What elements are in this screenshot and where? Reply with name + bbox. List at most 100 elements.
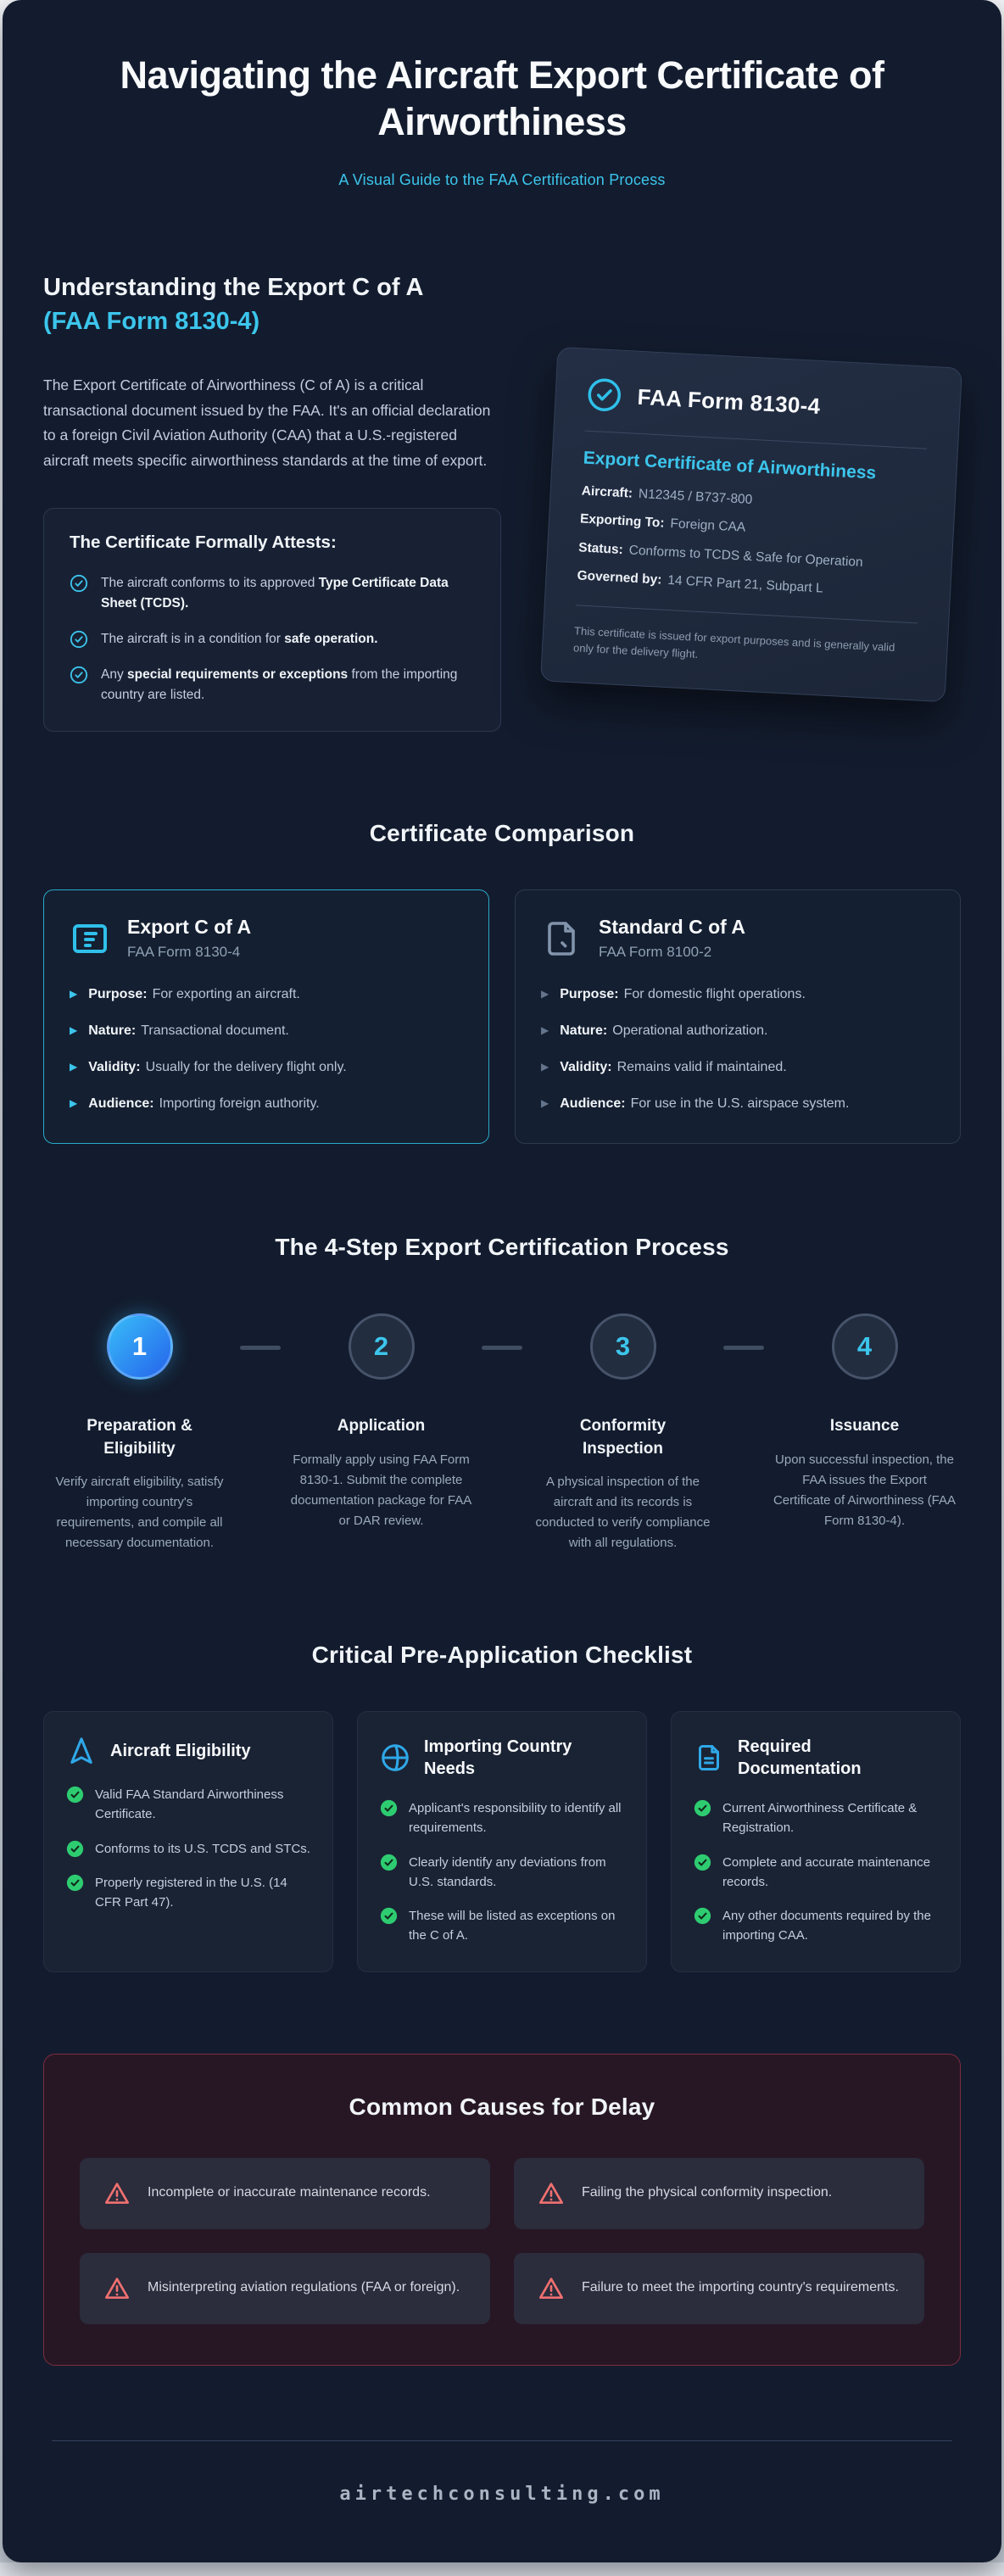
checklist-item: Current Airworthiness Certificate & Regi… <box>694 1798 938 1838</box>
divider <box>575 604 918 624</box>
checklist-heading: Critical Pre-Application Checklist <box>311 1642 693 1669</box>
comparison-item: ▶Purpose:For domestic flight operations. <box>541 987 806 1002</box>
triangle-bullet-icon: ▶ <box>541 1024 549 1037</box>
step-title: Issuance <box>829 1417 900 1436</box>
step-connector <box>240 1346 281 1351</box>
delay-item: Misinterpreting aviation regulations (FA… <box>80 2252 490 2324</box>
checklist-item: Clearly identify any deviations from U.S… <box>380 1853 624 1893</box>
certificate-note: This certificate is issued for export pu… <box>572 623 895 661</box>
delay-item: Failing the physical conformity inspecti… <box>514 2157 924 2229</box>
step-description: Upon successful inspection, the FAA issu… <box>773 1452 957 1528</box>
card-subtitle: FAA Form 8130-4 <box>127 944 241 961</box>
understanding-heading-line2: (FAA Form 8130-4) <box>43 308 260 336</box>
document-icon <box>699 1745 719 1771</box>
green-check-icon <box>380 1800 398 1817</box>
certificate-preview-card: FAA Form 8130-4 Export Certificate of Ai… <box>539 346 963 703</box>
globe-icon <box>382 1744 409 1771</box>
page-title: Navigating the Aircraft Export Certifica… <box>120 53 885 143</box>
checklist-item: Conforms to its U.S. TCDS and STCs. <box>66 1839 310 1859</box>
triangle-bullet-icon: ▶ <box>541 1061 549 1073</box>
comparison-item: ▶Validity:Remains valid if maintained. <box>541 1060 787 1075</box>
process-step-1: 1 Preparation & Eligibility Verify aircr… <box>39 1313 240 1553</box>
triangle-bullet-icon: ▶ <box>70 1024 78 1037</box>
triangle-bullet-icon: ▶ <box>70 1097 78 1110</box>
step-connector <box>723 1346 764 1351</box>
process-heading: The 4-Step Export Certification Process <box>275 1234 729 1261</box>
green-check-icon <box>66 1787 84 1804</box>
attests-list: The aircraft conforms to its approved Ty… <box>70 573 475 705</box>
infographic-panel: Navigating the Aircraft Export Certifica… <box>3 0 1001 2562</box>
step-description: Verify aircraft eligibility, satisfy imp… <box>55 1475 224 1551</box>
comparison-section: Certificate Comparison Export C of A FAA… <box>31 820 973 1145</box>
comparison-item: ▶Validity:Usually for the delivery fligh… <box>70 1060 347 1075</box>
checklist-item: Complete and accurate maintenance record… <box>694 1853 938 1893</box>
comparison-item: ▶Purpose:For exporting an aircraft. <box>70 987 300 1002</box>
delays-heading: Common Causes for Delay <box>349 2093 655 2120</box>
step-title: Application <box>337 1417 426 1436</box>
attests-item: Any special requirements or exceptions f… <box>70 665 475 705</box>
standard-cofa-card: Standard C of A FAA Form 8100-2 ▶Purpose… <box>515 889 961 1145</box>
footer-domain: airtechconsulting.com <box>339 2483 665 2505</box>
checklist-section: Critical Pre-Application Checklist Aircr… <box>31 1642 973 1972</box>
comparison-item: ▶Audience:For use in the U.S. airspace s… <box>541 1096 850 1112</box>
step-connector <box>482 1346 522 1351</box>
divider <box>584 430 927 449</box>
triangle-bullet-icon: ▶ <box>70 988 78 1001</box>
card-title: Importing Country Needs <box>424 1737 572 1779</box>
importing-country-card: Importing Country Needs Applicant's resp… <box>357 1711 647 1972</box>
file-icon <box>548 921 575 956</box>
green-check-icon <box>694 1908 711 1925</box>
delay-item: Failure to meet the importing country's … <box>514 2252 924 2324</box>
step-title: Preparation & Eligibility <box>86 1417 192 1458</box>
aircraft-eligibility-card: Aircraft Eligibility Valid FAA Standard … <box>43 1711 333 1972</box>
checklist-item: Properly registered in the U.S. (14 CFR … <box>66 1873 310 1913</box>
understanding-section: Understanding the Export C of A (FAA For… <box>31 270 973 733</box>
form-lines-icon <box>73 923 107 953</box>
required-documentation-card: Required Documentation Current Airworthi… <box>671 1711 961 1972</box>
triangle-bullet-icon: ▶ <box>541 1097 549 1110</box>
comparison-heading: Certificate Comparison <box>369 820 635 847</box>
card-title: Export C of A <box>127 916 252 939</box>
checklist-item: Applicant's responsibility to identify a… <box>380 1798 624 1838</box>
process-step-3: 3 Conformity Inspection A physical inspe… <box>522 1313 723 1553</box>
checklist-item: Any other documents required by the impo… <box>694 1906 938 1946</box>
step-description: Formally apply using FAA Form 8130-1. Su… <box>290 1452 472 1528</box>
step-number-badge: 4 <box>831 1313 898 1380</box>
export-cofa-card: Export C of A FAA Form 8130-4 ▶Purpose:F… <box>43 889 489 1145</box>
attests-item: The aircraft conforms to its approved Ty… <box>70 573 475 614</box>
process-step-2: 2 Application Formally apply using FAA F… <box>281 1313 482 1531</box>
checklist-item: These will be listed as exceptions on th… <box>380 1906 624 1946</box>
page-subtitle: A Visual Guide to the FAA Certification … <box>338 170 666 188</box>
understanding-paragraph: The Export Certificate of Airworthiness … <box>43 376 491 470</box>
process-step-4: 4 Issuance Upon successful inspection, t… <box>764 1313 965 1531</box>
comparison-item: ▶Nature:Transactional document. <box>70 1023 289 1039</box>
check-circle-icon <box>70 666 88 684</box>
attests-item: The aircraft is in a condition for safe … <box>70 629 475 650</box>
warning-triangle-icon <box>539 2183 563 2204</box>
warning-triangle-icon <box>105 2183 129 2204</box>
green-check-icon <box>694 1854 711 1871</box>
warning-triangle-icon <box>539 2278 563 2299</box>
check-circle-icon <box>588 378 622 411</box>
card-title: Standard C of A <box>599 916 745 939</box>
checklist-item: Valid FAA Standard Airworthiness Certifi… <box>66 1785 310 1825</box>
green-check-icon <box>66 1840 84 1857</box>
comparison-item: ▶Audience:Importing foreign authority. <box>70 1096 320 1112</box>
footer-divider <box>52 2439 952 2441</box>
process-section: The 4-Step Export Certification Process … <box>31 1234 973 1553</box>
delay-item: Incomplete or inaccurate maintenance rec… <box>80 2157 490 2229</box>
delays-section: Common Causes for Delay Incomplete or in… <box>43 2053 961 2366</box>
comparison-item: ▶Nature:Operational authorization. <box>541 1023 768 1039</box>
step-description: A physical inspection of the aircraft an… <box>535 1475 711 1551</box>
understanding-heading: Understanding the Export C of A (FAA For… <box>43 270 501 339</box>
step-number-badge: 1 <box>106 1313 173 1380</box>
triangle-bullet-icon: ▶ <box>70 1061 78 1073</box>
card-title: Aircraft Eligibility <box>110 1742 251 1761</box>
certificate-title: Export Certificate of Airworthiness <box>583 448 877 483</box>
step-title: Conformity Inspection <box>579 1417 667 1458</box>
understanding-heading-line1: Understanding the Export C of A <box>43 273 424 301</box>
step-number-badge: 3 <box>589 1313 656 1380</box>
check-circle-icon <box>70 630 88 649</box>
certificate-form-name: FAA Form 8130-4 <box>636 383 822 419</box>
green-check-icon <box>380 1908 398 1925</box>
